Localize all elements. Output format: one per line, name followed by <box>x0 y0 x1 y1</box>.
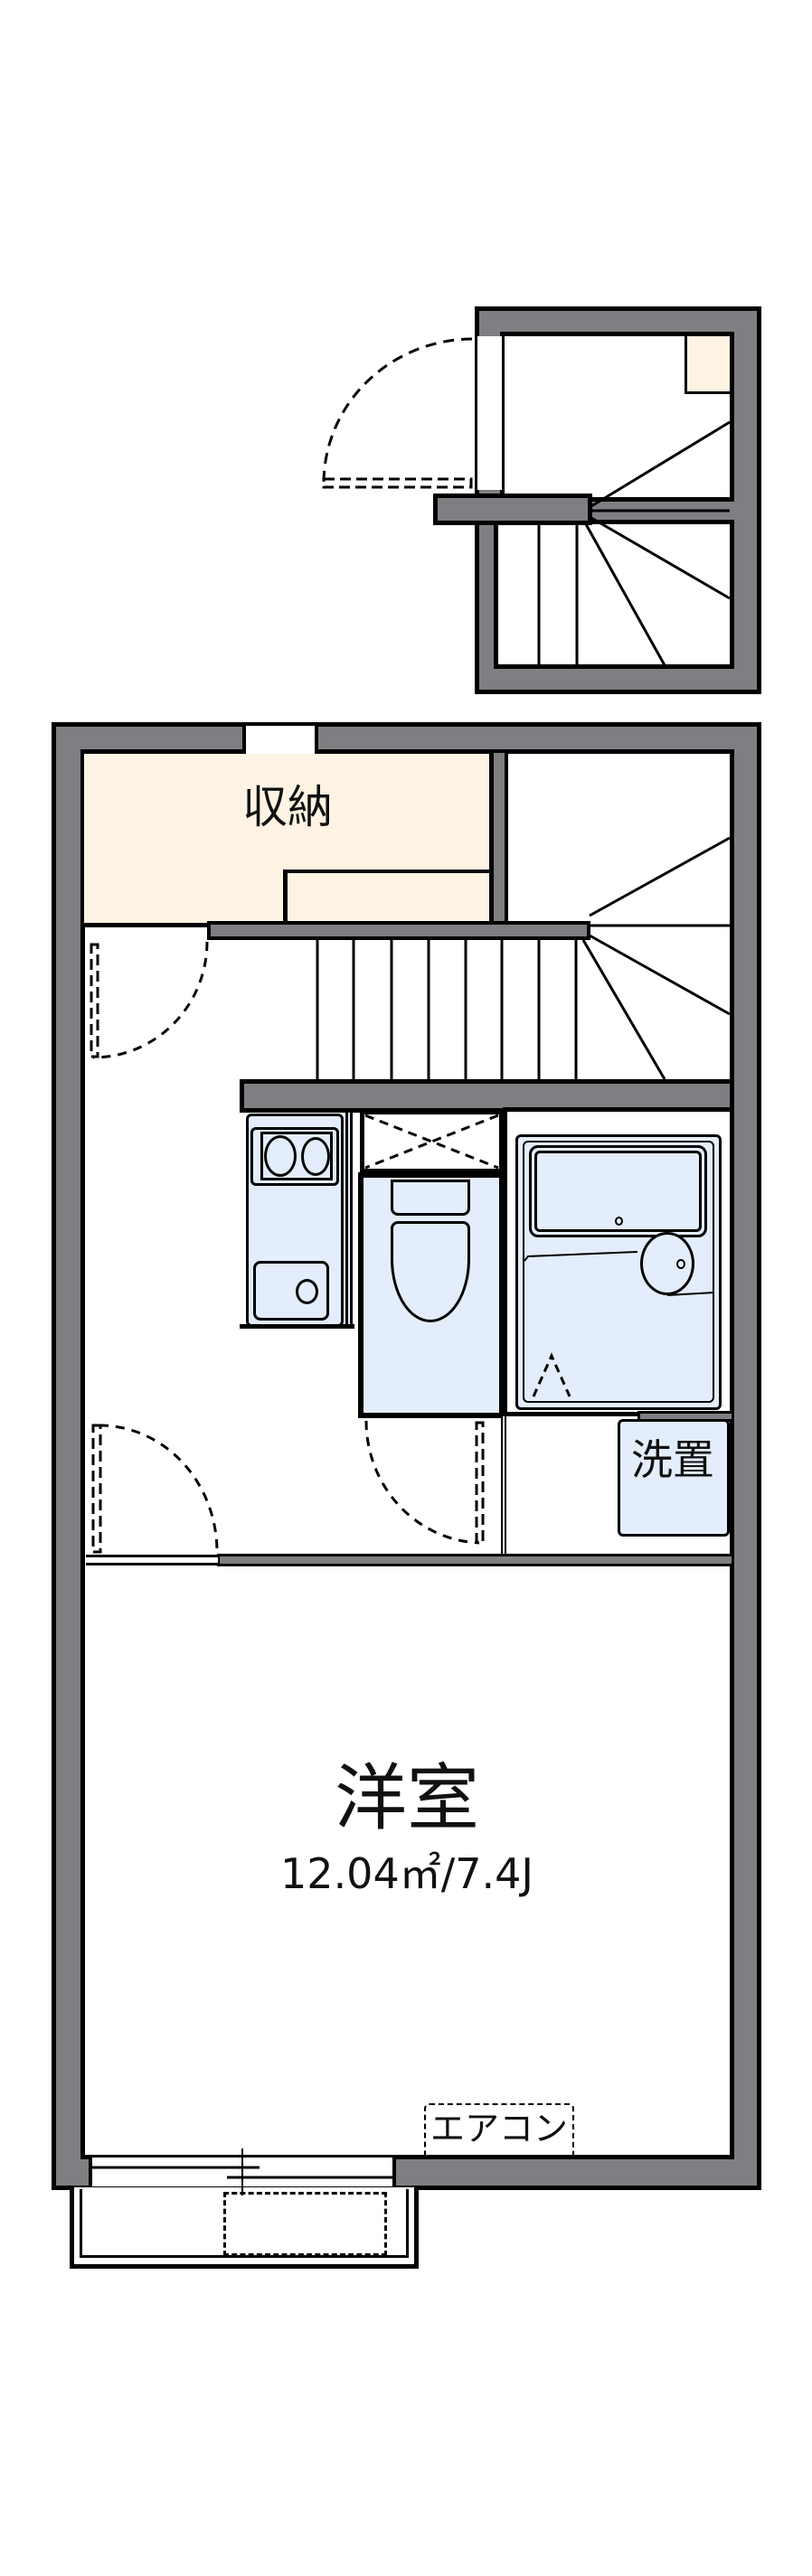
air-conditioner-box <box>424 2103 574 2156</box>
upper-stairwell <box>494 520 734 669</box>
upper-door-leaf <box>322 477 473 489</box>
upper-stair-winder <box>590 516 731 600</box>
pipe-space <box>360 1110 504 1173</box>
upper-mid-wall <box>433 494 592 525</box>
kitchen-base-line <box>240 1324 354 1329</box>
outdoor-unit <box>223 2192 387 2256</box>
shower-basin <box>640 1232 694 1295</box>
storage-bottom-wall <box>207 921 590 940</box>
upper-stair-winder <box>590 420 731 508</box>
upper-door-jamb <box>475 336 505 490</box>
balcony-inner <box>80 2189 409 2258</box>
washer-top-wall <box>637 1411 734 1422</box>
room-door-opening <box>86 1555 218 1565</box>
upper-storage-nook <box>685 336 730 394</box>
room-area-label: 12.04㎡/7.4J <box>280 1849 533 1898</box>
burner-right-icon <box>301 1137 330 1176</box>
toilet-tank <box>391 1180 470 1216</box>
storage-label: 収納 <box>242 781 333 833</box>
tub-drain-icon <box>615 1217 623 1226</box>
washer-space-label: 洗置 <box>631 1435 714 1484</box>
upper-door-swing <box>322 337 473 484</box>
air-conditioner-label: エアコン <box>430 2109 568 2148</box>
upper-stair-winder <box>584 523 666 666</box>
room-name-label: 洋室 <box>335 1756 479 1840</box>
bathtub-inner <box>534 1151 702 1232</box>
burner-left-icon <box>264 1135 297 1177</box>
sink-basin <box>253 1261 329 1321</box>
room-divider-wall <box>217 1554 734 1566</box>
bath-unit-inner <box>523 1141 714 1403</box>
interior-outline <box>80 749 734 2159</box>
north-window <box>242 722 318 755</box>
stove-frame <box>260 1132 333 1180</box>
toilet-bowl <box>391 1221 470 1322</box>
bathtub <box>529 1145 707 1237</box>
sink-drain-icon <box>296 1279 318 1304</box>
kitchen-counter-edge <box>345 1113 353 1328</box>
corridor-partition <box>501 1416 506 1556</box>
shower-drain-icon <box>676 1259 685 1269</box>
